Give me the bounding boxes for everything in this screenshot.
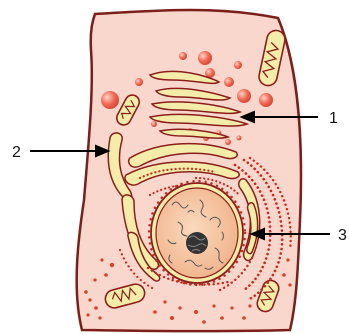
label-3: 3 — [338, 227, 347, 244]
nucleolus — [186, 232, 208, 254]
label-2: 2 — [12, 144, 21, 161]
label-1: 1 — [329, 110, 338, 127]
